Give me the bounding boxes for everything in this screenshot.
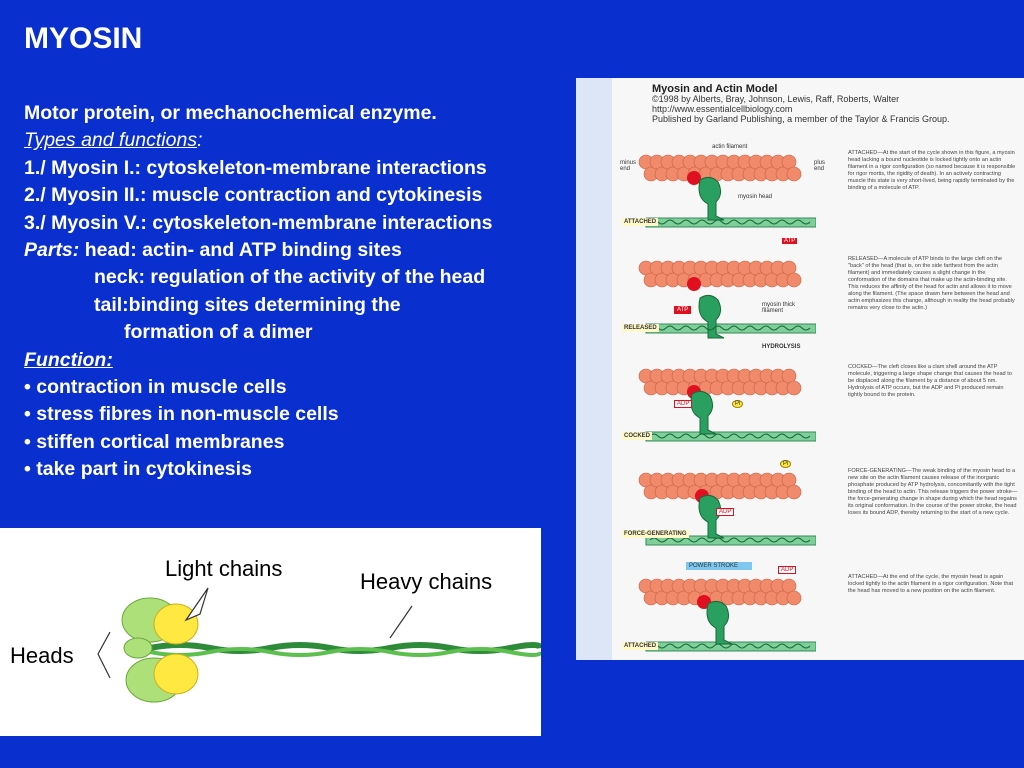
stage-caption: ATTACHED—At the end of the cycle, the my… bbox=[848, 574, 1014, 594]
plus-end-label: plus end bbox=[814, 160, 826, 172]
parts-line: Parts: head: actin- and ATP binding site… bbox=[24, 237, 493, 264]
myosin-head bbox=[698, 494, 725, 539]
heavy-chains-label: Heavy chains bbox=[356, 569, 497, 595]
myosin-head bbox=[698, 176, 725, 221]
heads-label: Heads bbox=[6, 643, 78, 669]
slide-body: Motor protein, or mechanochemical enzyme… bbox=[24, 100, 493, 484]
cycle-stage: ATTACHED ATTACHED—At the start of the cyc… bbox=[616, 140, 1024, 244]
thick-filament bbox=[645, 535, 816, 546]
function-item: • take part in cytokinesis bbox=[24, 458, 252, 481]
myosin-tail bbox=[649, 325, 811, 331]
phosphate-tag: Pi bbox=[780, 460, 792, 468]
actin-binding-site bbox=[687, 277, 701, 291]
nucleotide-tag: ATP bbox=[674, 306, 692, 314]
stage-caption: RELEASED—A molecule of ATP binds to the … bbox=[848, 256, 1015, 311]
nucleotide-tag: ADP bbox=[716, 508, 735, 516]
function-item: • contraction in muscle cells bbox=[24, 376, 287, 399]
parts-tail-cont: formation of a dimer bbox=[124, 321, 313, 344]
stage-caption: COCKED—The cleft closes like a clam shel… bbox=[848, 364, 1012, 398]
cycle-stage: ATTACHED ATTACHED—At the end of the cycle… bbox=[616, 564, 1024, 664]
parts-tail: tail:binding sites determining the bbox=[94, 293, 401, 316]
actin-filament-label: actin filament bbox=[712, 144, 748, 150]
stage-label: COCKED bbox=[622, 432, 653, 440]
stage-diagram bbox=[638, 154, 816, 228]
actin-subunit bbox=[786, 590, 802, 606]
stage-caption: ATTACHED—At the start of the cycle shown… bbox=[848, 150, 1016, 191]
nucleotide-tag: ADP bbox=[674, 400, 693, 408]
actin-binding-site bbox=[687, 171, 701, 185]
cycle-stage: RELEASED RELEASED—A molecule of ATP binds… bbox=[616, 246, 1024, 346]
stage-diagram bbox=[638, 472, 816, 546]
myosin-tail bbox=[649, 643, 811, 649]
function-item: • stiffen cortical membranes bbox=[24, 430, 285, 453]
light-chains-label: Light chains bbox=[161, 556, 287, 582]
stage-diagram bbox=[638, 578, 816, 652]
power-stroke-label: POWER STROKE bbox=[686, 562, 752, 570]
myosin-tail bbox=[649, 219, 811, 225]
thick-filament bbox=[645, 217, 816, 228]
slide-title: MYOSIN bbox=[24, 22, 143, 55]
nucleotide-tag: ADP bbox=[778, 566, 797, 574]
parts-head: head: actin- and ATP binding sites bbox=[79, 239, 402, 262]
type-myosin-2: 2./ Myosin II.: muscle contraction and c… bbox=[24, 184, 483, 207]
cycle-stage: COCKED COCKED—The cleft closes like a cla… bbox=[616, 354, 1024, 454]
figure-copyright: ©1998 by Alberts, Bray, Johnson, Lewis, … bbox=[652, 94, 900, 114]
thick-filament bbox=[645, 323, 816, 334]
types-label: Types and functions bbox=[24, 129, 198, 152]
pointer-lines bbox=[97, 587, 413, 679]
atp-tag: ATP bbox=[782, 238, 798, 244]
actin-subunit bbox=[786, 166, 802, 182]
myosin-head-label: myosin head bbox=[738, 194, 773, 200]
type-myosin-1: 1./ Myosin I.: cytoskeleton-membrane int… bbox=[24, 156, 487, 179]
figure-header: Myosin and Actin Model ©1998 by Alberts,… bbox=[652, 83, 1024, 125]
cycle-stage: FORCE-GENERATING FORCE-GENERATING—The wea… bbox=[616, 458, 1024, 558]
myosin-head bbox=[698, 294, 725, 339]
type-myosin-5: 3./ Myosin V.: cytoskeleton-membrane int… bbox=[24, 211, 493, 234]
types-heading: Types and functions: bbox=[24, 127, 493, 154]
stage-diagram bbox=[638, 368, 816, 442]
actin-subunit bbox=[786, 484, 802, 500]
myosin-head bbox=[690, 390, 717, 435]
stage-diagram bbox=[638, 260, 816, 339]
myosin-thick-label: myosin thick filament bbox=[762, 302, 796, 314]
parts-label: Parts: bbox=[24, 239, 80, 262]
myosin-tail bbox=[149, 642, 544, 657]
stage-label: RELEASED bbox=[622, 324, 659, 332]
myosin-tail bbox=[649, 537, 811, 543]
minus-end-label: minus end bbox=[620, 160, 637, 172]
figure-margin bbox=[576, 78, 612, 660]
function-item: • stress fibres in non-muscle cells bbox=[24, 403, 339, 426]
myosin-heads bbox=[121, 597, 199, 703]
hydrolysis-label: HYDROLYSIS bbox=[762, 344, 801, 350]
myosin-molecule-figure: Light chains Heavy chains Heads bbox=[0, 528, 544, 736]
phosphate-tag: Pi bbox=[732, 400, 744, 408]
figure-publisher: Published by Garland Publishing, a membe… bbox=[652, 114, 950, 124]
intro-line: Motor protein, or mechanochemical enzyme… bbox=[24, 102, 437, 124]
parts-neck: neck: regulation of the activity of the … bbox=[94, 266, 486, 289]
myosin-tail bbox=[649, 433, 811, 439]
stage-label: ATTACHED bbox=[622, 642, 659, 650]
thick-filament bbox=[645, 431, 816, 442]
myosin-head bbox=[706, 600, 733, 645]
figure-heading: Myosin and Actin Model bbox=[652, 83, 778, 95]
function-heading: Function: bbox=[24, 348, 113, 371]
actin-subunit bbox=[786, 380, 802, 396]
types-colon: : bbox=[197, 129, 203, 152]
actin-subunit bbox=[786, 272, 802, 288]
stage-label: FORCE-GENERATING bbox=[622, 530, 689, 538]
myosin-molecule-drawing bbox=[97, 587, 544, 703]
stage-caption: FORCE-GENERATING—The weak binding of the… bbox=[848, 468, 1018, 516]
stage-label: ATTACHED bbox=[622, 218, 659, 226]
myosin-actin-model-figure: Myosin and Actin Model ©1998 by Alberts,… bbox=[576, 78, 1024, 660]
